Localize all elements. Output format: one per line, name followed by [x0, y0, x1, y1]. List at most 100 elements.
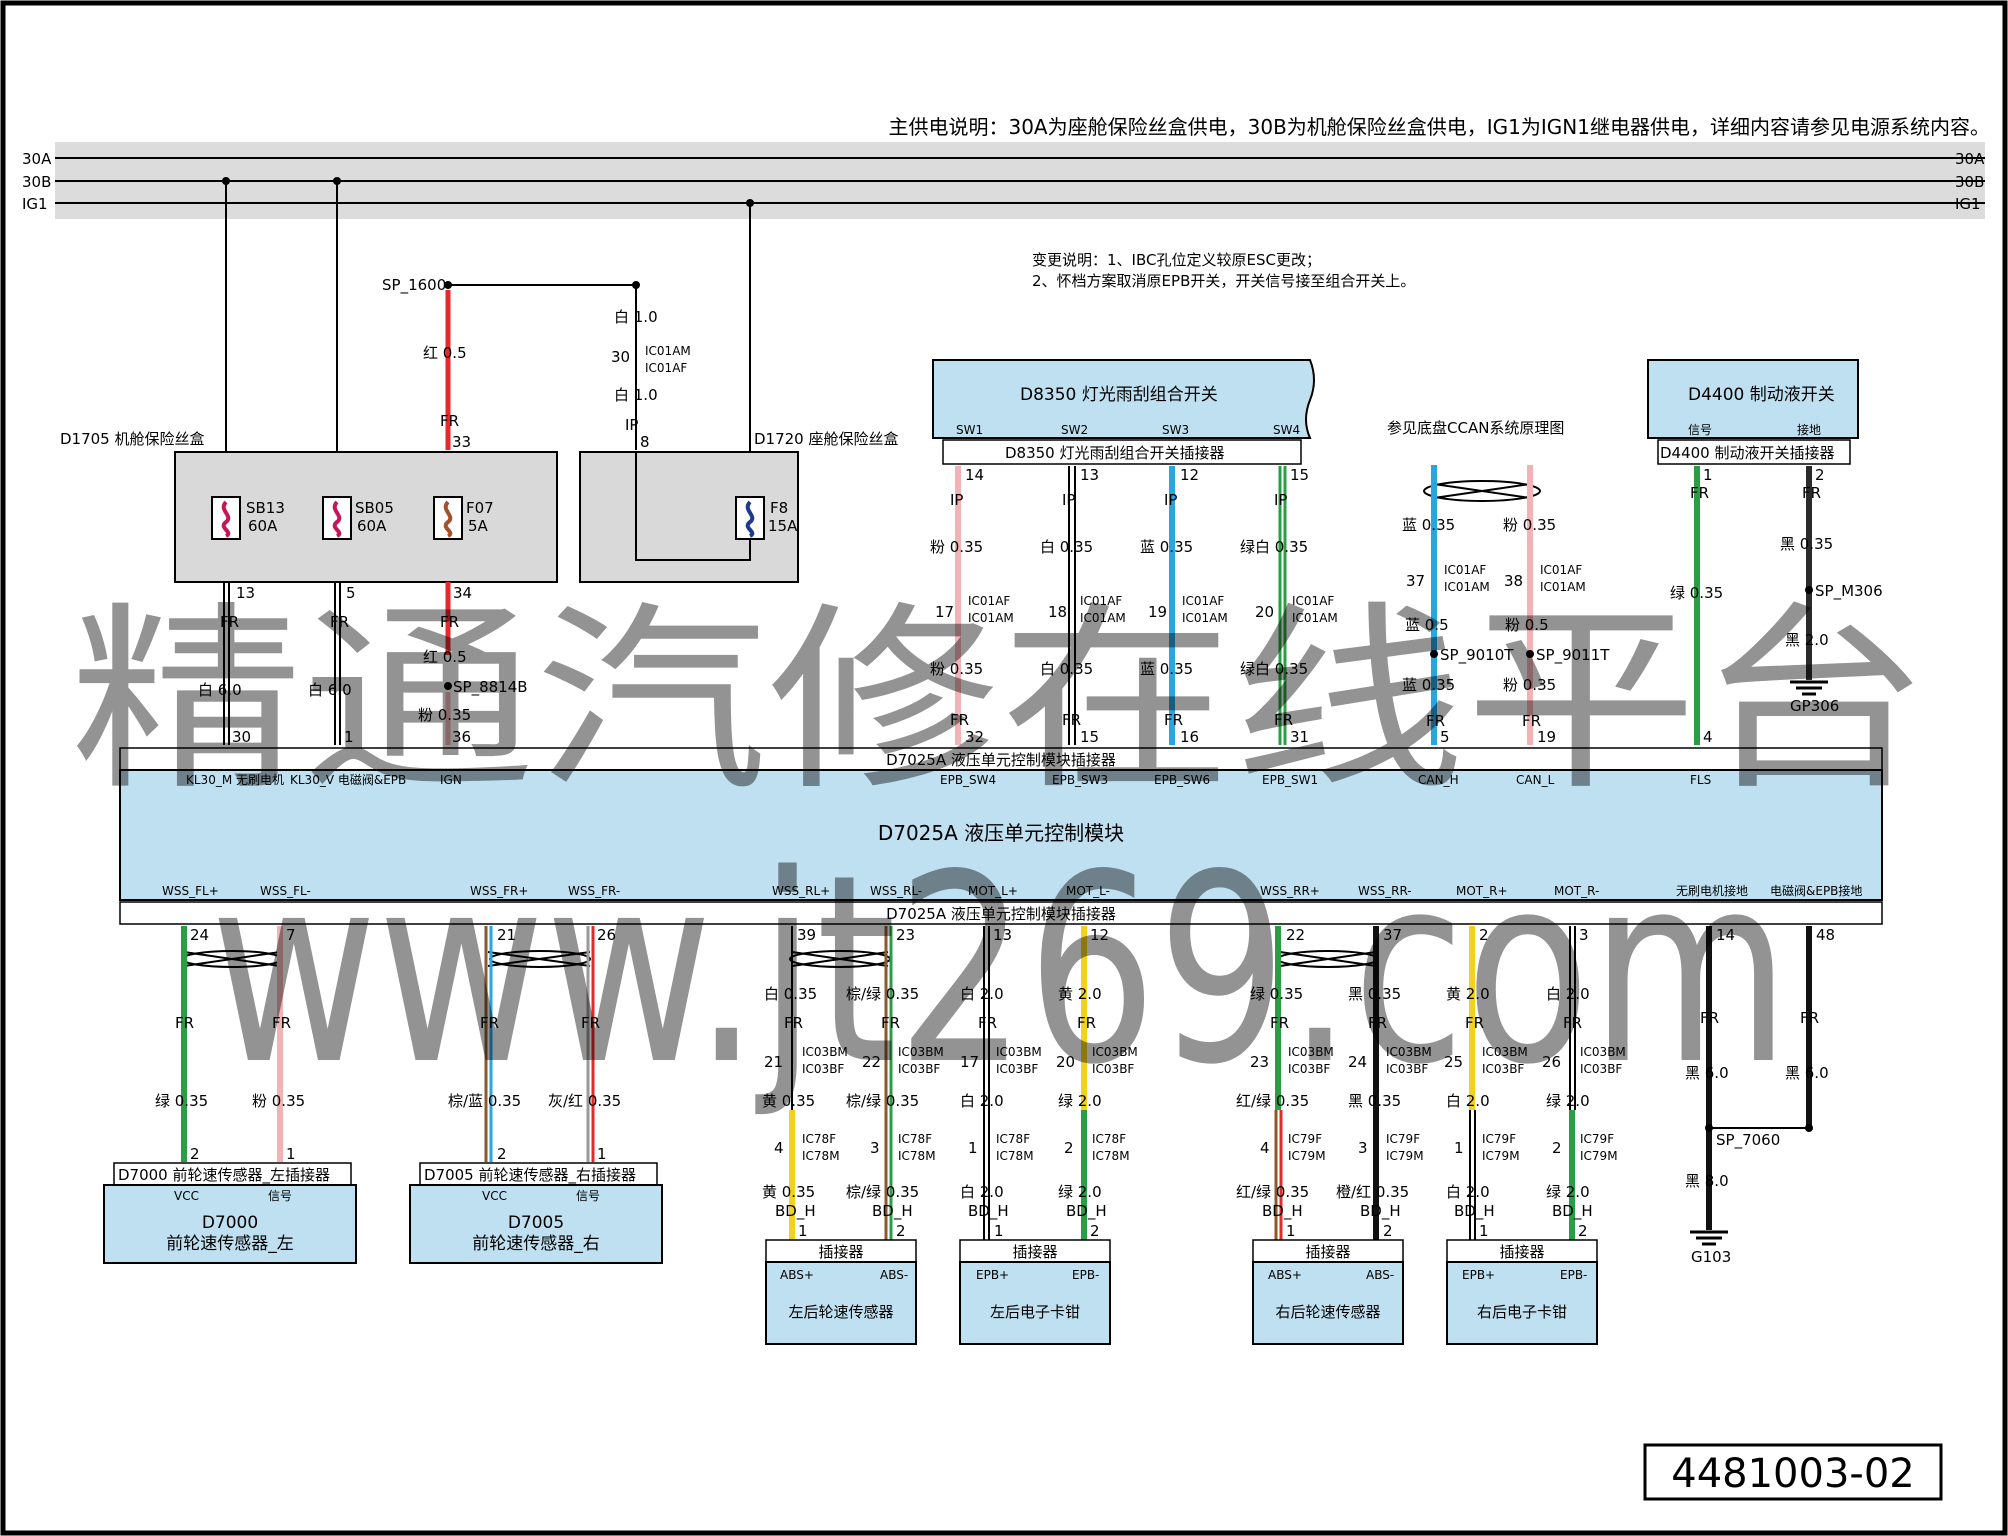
change-note-1: 变更说明：1、IBC孔位定义较原ESC更改； — [1032, 251, 1321, 269]
svg-text:5: 5 — [346, 584, 356, 602]
svg-text:电磁阀&EPB接地: 电磁阀&EPB接地 — [1770, 883, 1862, 898]
svg-text:IGN: IGN — [440, 773, 462, 787]
svg-text:25: 25 — [1444, 1053, 1463, 1071]
module-title: D7025A 液压单元控制模块 — [878, 821, 1124, 845]
rear-left-speed-wires: 39 23 白 0.35 棕/绿 0.35 FR FR 21 IC03BM IC… — [762, 926, 944, 1240]
cabin-fuse-box — [579, 451, 799, 583]
rear-left-speed-sensor: 插接器 ABS+ ABS- 左后轮速传感器 — [765, 1239, 917, 1345]
svg-text:SP_7060: SP_7060 — [1716, 1131, 1780, 1150]
svg-text:SW2: SW2 — [1061, 423, 1088, 437]
splice-sp1600: SP_1600 — [382, 276, 446, 295]
svg-text:MOT_R+: MOT_R+ — [1456, 884, 1508, 898]
svg-text:KL30_M 无刷电机: KL30_M 无刷电机 — [186, 773, 284, 787]
svg-text:ABS+: ABS+ — [1268, 1268, 1302, 1282]
svg-text:WSS_RL+: WSS_RL+ — [772, 884, 830, 898]
svg-text:绿白 0.35: 绿白 0.35 — [1240, 538, 1308, 556]
svg-text:2: 2 — [1815, 466, 1825, 484]
svg-text:IC03BM: IC03BM — [1092, 1045, 1138, 1059]
svg-text:60A: 60A — [248, 517, 278, 535]
svg-text:D7005 前轮速传感器_右插接器: D7005 前轮速传感器_右插接器 — [424, 1166, 636, 1185]
svg-text:右后轮速传感器: 右后轮速传感器 — [1275, 1303, 1380, 1321]
svg-text:IC03BM: IC03BM — [1482, 1045, 1528, 1059]
front-right-wires: 21 26 FR FR 棕/蓝 0.35 灰/红 0.35 2 1 — [448, 926, 621, 1163]
svg-text:14: 14 — [1716, 926, 1735, 944]
svg-text:BD_H: BD_H — [1454, 1202, 1495, 1221]
switch-wire-sw1: 14 IP 粉 0.35 17 IC01AF IC01AM 粉 0.35 FR … — [930, 466, 1014, 746]
svg-text:IC01AM: IC01AM — [968, 611, 1014, 625]
ground-gp306: GP306 — [1790, 697, 1839, 715]
svg-text:EPB_SW6: EPB_SW6 — [1154, 773, 1210, 787]
svg-text:1: 1 — [798, 1222, 808, 1240]
svg-text:FR: FR — [220, 613, 239, 631]
svg-text:F07: F07 — [466, 499, 494, 517]
svg-text:IC01AM: IC01AM — [1292, 611, 1338, 625]
svg-text:插接器: 插接器 — [1499, 1243, 1544, 1261]
svg-text:IP: IP — [1274, 491, 1287, 509]
svg-text:FR: FR — [1700, 1009, 1719, 1027]
svg-text:SP_9010T: SP_9010T — [1440, 646, 1514, 665]
svg-text:IC78M: IC78M — [1092, 1149, 1130, 1163]
svg-text:IC01AF: IC01AF — [1182, 594, 1224, 608]
svg-text:绿 2.0: 绿 2.0 — [1058, 1183, 1102, 1201]
svg-text:D7000: D7000 — [202, 1213, 258, 1233]
svg-text:1: 1 — [1454, 1139, 1464, 1157]
can-l-wire: 粉 0.35 38 IC01AF IC01AM 粉 0.5 SP_9011T 粉… — [1503, 465, 1610, 746]
svg-text:8: 8 — [640, 433, 650, 451]
brake-switch-box — [1647, 359, 1859, 439]
svg-text:4: 4 — [1260, 1139, 1270, 1157]
svg-text:IC01AF: IC01AF — [1444, 563, 1486, 577]
brake-switch-title: D4400 制动液开关 — [1688, 385, 1835, 405]
bus-label-30b-right: 30B — [1955, 173, 1984, 191]
svg-text:2: 2 — [190, 1145, 200, 1163]
svg-text:60A: 60A — [357, 517, 387, 535]
svg-text:D7000 前轮速传感器_左插接器: D7000 前轮速传感器_左插接器 — [118, 1166, 330, 1185]
svg-text:39: 39 — [797, 926, 816, 944]
svg-text:IC79F: IC79F — [1580, 1132, 1614, 1146]
svg-text:EPB_SW3: EPB_SW3 — [1052, 773, 1108, 787]
svg-text:1: 1 — [994, 1222, 1004, 1240]
svg-text:绿 0.35: 绿 0.35 — [1670, 584, 1723, 602]
svg-text:WSS_FR-: WSS_FR- — [568, 884, 620, 898]
svg-text:IP: IP — [1164, 491, 1177, 509]
svg-text:13: 13 — [993, 926, 1012, 944]
fuse-f8: F8 15A — [735, 496, 798, 540]
bus-label-30b-left: 30B — [22, 173, 51, 191]
svg-text:13: 13 — [236, 584, 255, 602]
svg-text:37: 37 — [1406, 572, 1425, 590]
svg-text:20: 20 — [1056, 1053, 1075, 1071]
svg-text:5A: 5A — [468, 517, 489, 535]
svg-text:绿 2.0: 绿 2.0 — [1546, 1183, 1590, 1201]
bus-label-30a-left: 30A — [22, 150, 52, 168]
svg-text:FR: FR — [1062, 711, 1081, 729]
svg-text:无刷电机接地: 无刷电机接地 — [1676, 883, 1748, 898]
svg-text:26: 26 — [1542, 1053, 1561, 1071]
svg-text:IC03BM: IC03BM — [1386, 1045, 1432, 1059]
svg-text:IC78M: IC78M — [898, 1149, 936, 1163]
svg-text:白 2.0: 白 2.0 — [960, 985, 1004, 1003]
svg-text:F8: F8 — [770, 499, 788, 517]
svg-text:SB05: SB05 — [355, 499, 394, 517]
svg-text:14: 14 — [965, 466, 984, 484]
wire-label: 白 6.0 — [198, 681, 242, 699]
svg-text:1: 1 — [968, 1139, 978, 1157]
svg-text:FR: FR — [1522, 712, 1541, 730]
brake-signal-wire: 1 FR 绿 0.35 4 — [1670, 466, 1723, 746]
svg-text:IC79M: IC79M — [1482, 1149, 1520, 1163]
svg-text:IC01AM: IC01AM — [1444, 580, 1490, 594]
svg-text:粉 0.35: 粉 0.35 — [252, 1092, 305, 1110]
svg-text:EPB+: EPB+ — [1462, 1268, 1495, 1282]
svg-text:FR: FR — [1690, 484, 1709, 502]
svg-text:48: 48 — [1816, 926, 1835, 944]
splice-sp8814b: SP_8814B — [453, 678, 528, 697]
svg-text:D7005: D7005 — [508, 1213, 564, 1233]
svg-text:EPB-: EPB- — [1072, 1268, 1099, 1282]
svg-text:BD_H: BD_H — [775, 1202, 816, 1221]
svg-text:蓝 0.35: 蓝 0.35 — [1140, 660, 1193, 678]
svg-text:31: 31 — [1290, 728, 1309, 746]
svg-text:IC79F: IC79F — [1288, 1132, 1322, 1146]
svg-text:FR: FR — [1164, 711, 1183, 729]
svg-text:FR: FR — [1802, 484, 1821, 502]
svg-text:FR: FR — [480, 1014, 499, 1032]
svg-text:插接器: 插接器 — [1305, 1243, 1350, 1261]
svg-text:WSS_RL-: WSS_RL- — [870, 884, 922, 898]
